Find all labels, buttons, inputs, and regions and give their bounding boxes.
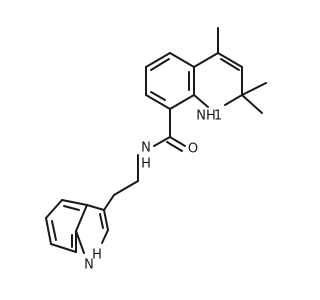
double-bond-inner [63,205,80,211]
carboxamide-group [153,108,186,152]
quinoline-nh-text: NH [196,109,216,124]
bond [45,217,52,245]
bond [145,94,171,110]
structure-canvas: NH 1 N H O H N [45,27,267,273]
bond [169,52,195,68]
bond [193,52,219,68]
quinoline-nh-label: NH 1 [196,109,222,124]
bond [113,180,139,196]
carbonyl-bond [169,136,186,147]
methyl-bond [241,94,263,114]
bond [45,199,63,219]
ethyl-linker [103,154,139,211]
bond [75,204,88,232]
bond [50,243,77,253]
double-bond-inner [99,213,104,229]
amide-h-text: H [141,157,151,172]
carbonyl-o-label: O [188,142,198,157]
double-bond-inner [51,220,57,241]
bond [75,230,85,254]
amide-n-text: N [141,141,151,156]
bond [193,94,209,108]
carbonyl-bond [166,141,183,152]
bond [224,94,243,106]
bond [169,94,195,110]
bond [103,194,115,211]
indole-pyrrole-ring [75,204,109,254]
carbonyl-o-text: O [188,142,198,157]
molecule-structure: NH 1 N H O H N [45,27,267,273]
double-bond-inner [150,91,166,101]
bond [101,229,109,244]
indole-n-text: N [84,258,94,273]
indole-benzo-ring [45,199,88,253]
amide-nh-label: N H [141,141,151,172]
double-bond-inner [220,58,240,71]
indole-nh-label: H N [84,248,102,273]
quinoline-benzo-ring [145,52,195,110]
bond [86,204,105,211]
methyl-bond [241,82,267,96]
bond [153,136,171,147]
indole-h-text: H [92,248,102,263]
double-bond-inner [150,58,170,71]
bond [61,199,88,206]
quinoline-h-subscript: 1 [214,109,222,124]
bond [145,52,171,68]
bond [103,209,109,231]
dihydropyridine-ring [193,27,267,114]
bond [217,52,243,68]
